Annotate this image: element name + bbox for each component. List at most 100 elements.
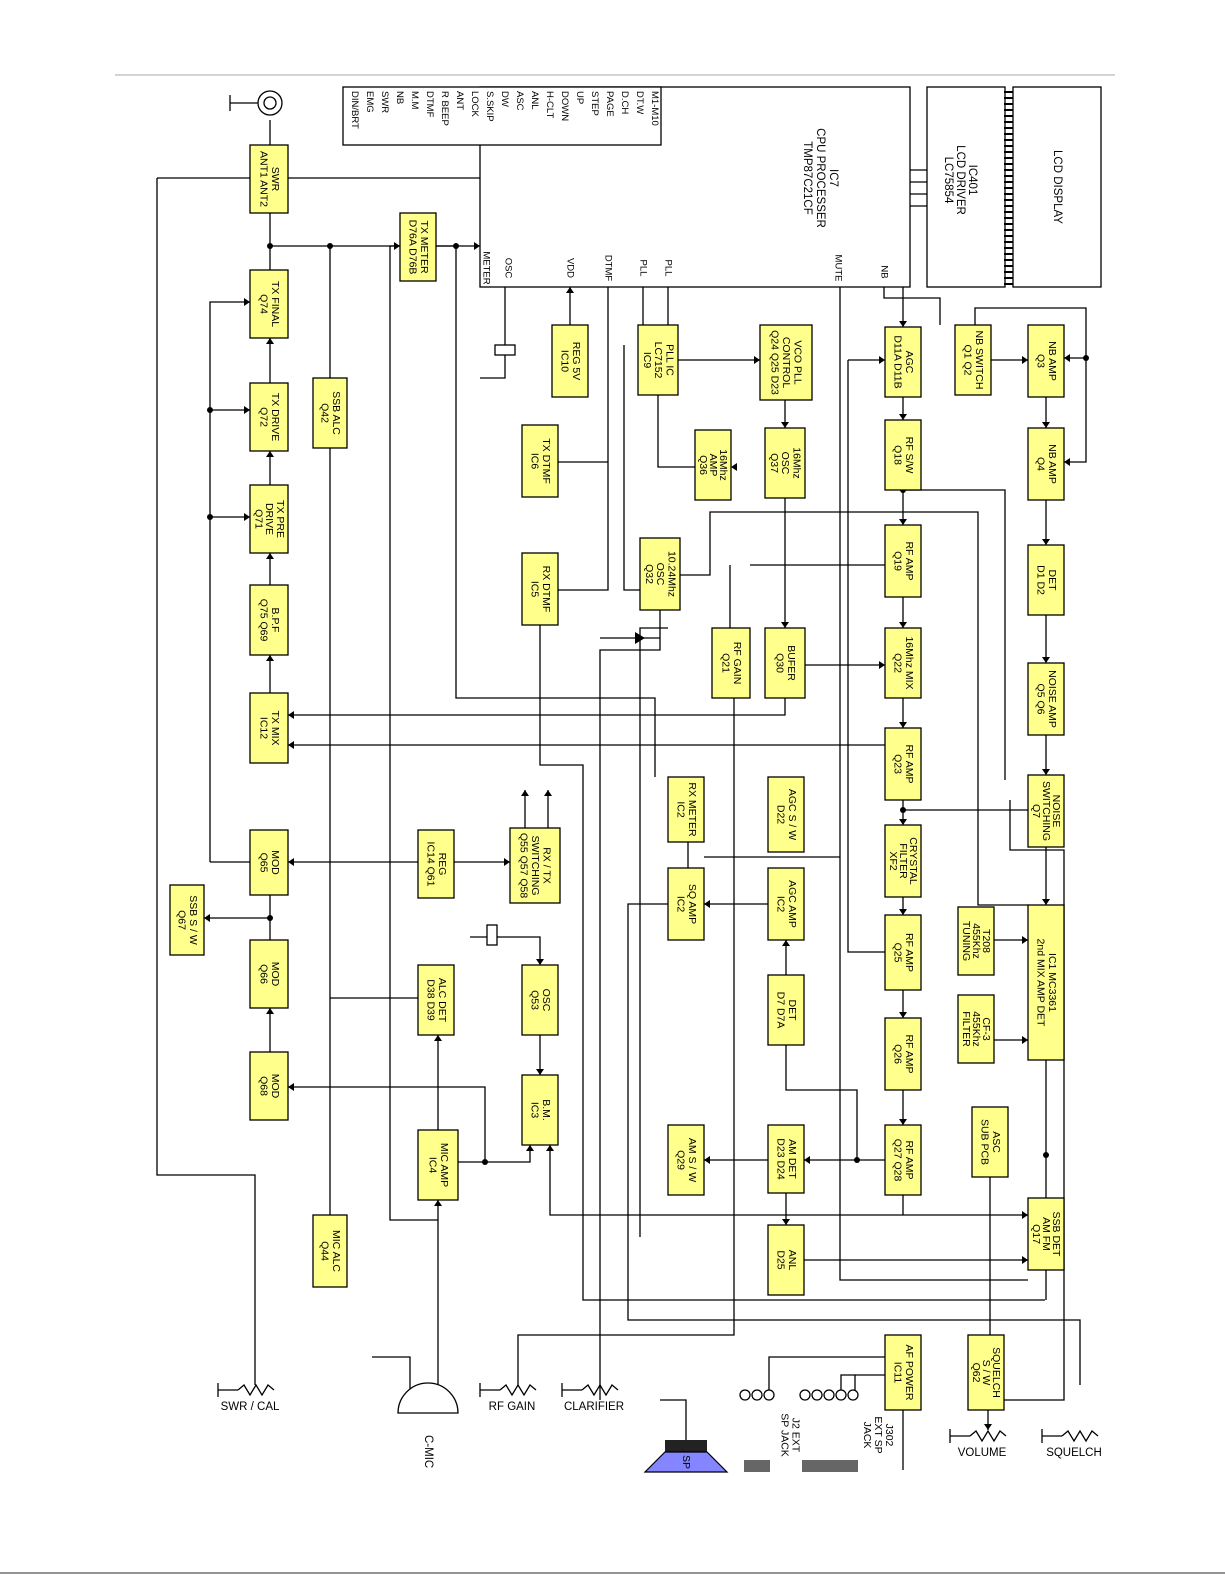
arrow-head: [1064, 354, 1070, 362]
switch-label: STEP: [589, 91, 600, 116]
block-box: [667, 776, 705, 843]
arrow-head: [1042, 657, 1050, 663]
block-label-line: Q21: [719, 653, 731, 673]
swr-cal-control[interactable]: SWR / CAL: [217, 1383, 280, 1413]
block-label-line: ANL: [786, 1250, 798, 1271]
lcd-display-label: LCD DISPLAY: [1051, 150, 1063, 224]
wire: [288, 1086, 486, 1162]
wire: [389, 245, 456, 1221]
arrow-head: [536, 959, 544, 965]
block-label-line: MOD: [269, 1074, 281, 1099]
j2-jack: [739, 1389, 775, 1401]
arrow-head: [704, 900, 710, 908]
microphone-icon: [397, 1382, 459, 1414]
cpu-pin-label: VDD: [564, 258, 575, 278]
block-box: [249, 692, 289, 764]
arrow-head: [804, 1156, 810, 1164]
clarifier-control-label: CLARIFIER: [564, 1401, 624, 1413]
block-label-line: IC10: [558, 350, 570, 372]
block-label-line: RF GAIN: [731, 642, 743, 685]
wire: [549, 1145, 1028, 1216]
switch-label: M1-M10: [649, 91, 660, 126]
block-box: [551, 324, 589, 398]
block-box: [249, 829, 289, 896]
switch-label: PAGE: [604, 91, 615, 117]
switch-label: M.M: [409, 91, 420, 110]
block-label-line: Q44: [318, 1241, 330, 1261]
block-label-line: IC2: [674, 801, 686, 818]
block-box: [884, 326, 922, 398]
switch-label: DIN/BRT: [349, 91, 360, 129]
wire: [768, 1356, 885, 1395]
block-box: [884, 1124, 922, 1196]
wire: [623, 345, 640, 591]
arrow-head: [1042, 539, 1050, 545]
jack-pin-icon: [835, 1389, 847, 1401]
block-label-line: AM S / W: [686, 1138, 698, 1182]
block-label-line: MIC AMP: [438, 1143, 450, 1187]
block-label-line: NB AMP: [1046, 444, 1058, 484]
block-label-line: D25: [774, 1250, 786, 1269]
block-box: [509, 827, 561, 904]
switch-label: S.SKIP: [484, 91, 495, 122]
block-label-line: IC1 MC3361: [1046, 953, 1058, 1012]
j2-label-line: J2 EXT: [790, 1418, 802, 1453]
squelch-control[interactable]: SQUELCH: [1041, 1429, 1102, 1459]
switch-label: DOWN: [559, 91, 570, 121]
block-label-line: REG: [436, 853, 448, 876]
wire: [785, 1045, 858, 1160]
crystal-icon: [486, 924, 498, 946]
rf-gain-control[interactable]: RF GAIN: [479, 1383, 537, 1413]
jack-pin-icon: [811, 1389, 823, 1401]
block-label-line: RX / TX: [541, 847, 553, 884]
block-label-line: IC2: [774, 896, 786, 913]
block-label: B.M.IC3: [528, 1099, 552, 1121]
clarifier-control[interactable]: CLARIFIER: [561, 1383, 624, 1413]
arrow-head: [899, 321, 907, 327]
block-label-line: Q75 Q69: [257, 599, 269, 642]
block-label-line: DRIVE: [263, 503, 275, 535]
junction-dot: [267, 243, 273, 249]
block-label-line: SWR: [269, 167, 281, 192]
switch-label: ANL: [529, 91, 540, 109]
block-label-line: AM FM: [1040, 1217, 1052, 1251]
jack-pin-icon: [847, 1389, 859, 1401]
arrow-head: [474, 242, 480, 250]
wire: [847, 360, 885, 953]
block-box: [312, 377, 348, 449]
block-label-line: AGC AMP: [786, 880, 798, 928]
switch-label: ASC: [514, 91, 525, 111]
block-label-line: IC4: [426, 1157, 438, 1174]
wire: [840, 1374, 855, 1395]
block-label-line: NOISE: [1050, 795, 1062, 828]
wire: [558, 287, 609, 591]
speaker-magnet: [665, 1440, 707, 1452]
block-box: [967, 1334, 1005, 1411]
block-label-line: Q42: [318, 403, 330, 423]
block-label-line: TX MIX: [269, 710, 281, 745]
volume-control[interactable]: VOLUME: [949, 1429, 1007, 1459]
